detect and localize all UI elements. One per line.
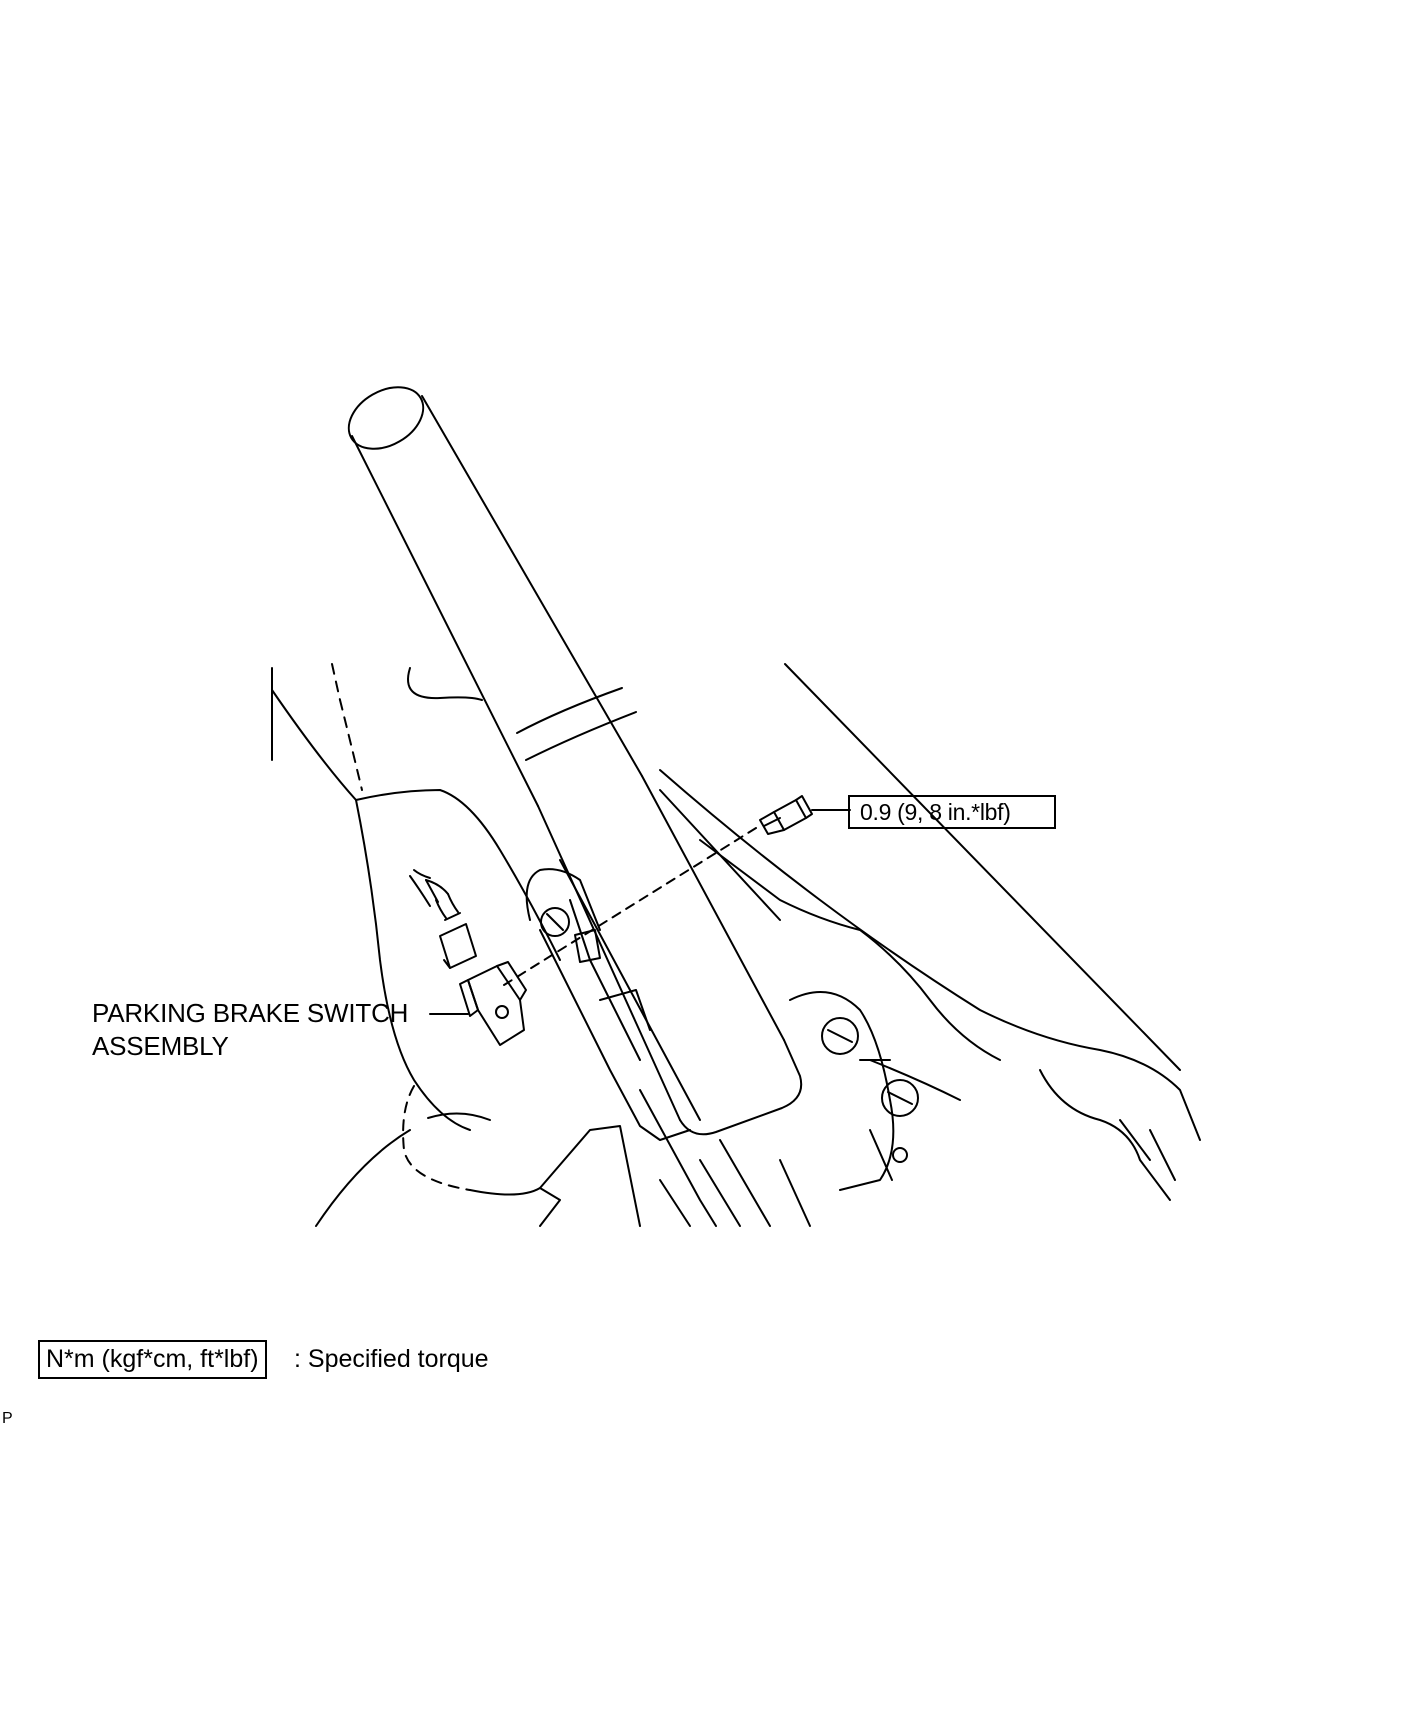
install-guide-line [503,827,757,986]
mounting-bolt [759,795,813,835]
torque-legend-description: : Specified torque [294,1345,489,1373]
switch-connector [409,869,477,969]
switch-label-line2: ASSEMBLY [92,1031,229,1061]
bolt-torque-spec: 0.9 (9, 8 in.*lbf) [848,795,1056,829]
right-trim-panel [659,663,1201,1201]
brake-switch-assembly [459,961,527,1046]
figure-code: P [2,1410,13,1427]
torque-legend-box: N*m (kgf*cm, ft*lbf) [38,1340,267,1379]
console-structure [271,663,919,1227]
switch-label-line1: PARKING BRAKE SWITCH [92,998,409,1028]
parking-brake-lever [347,386,803,1136]
